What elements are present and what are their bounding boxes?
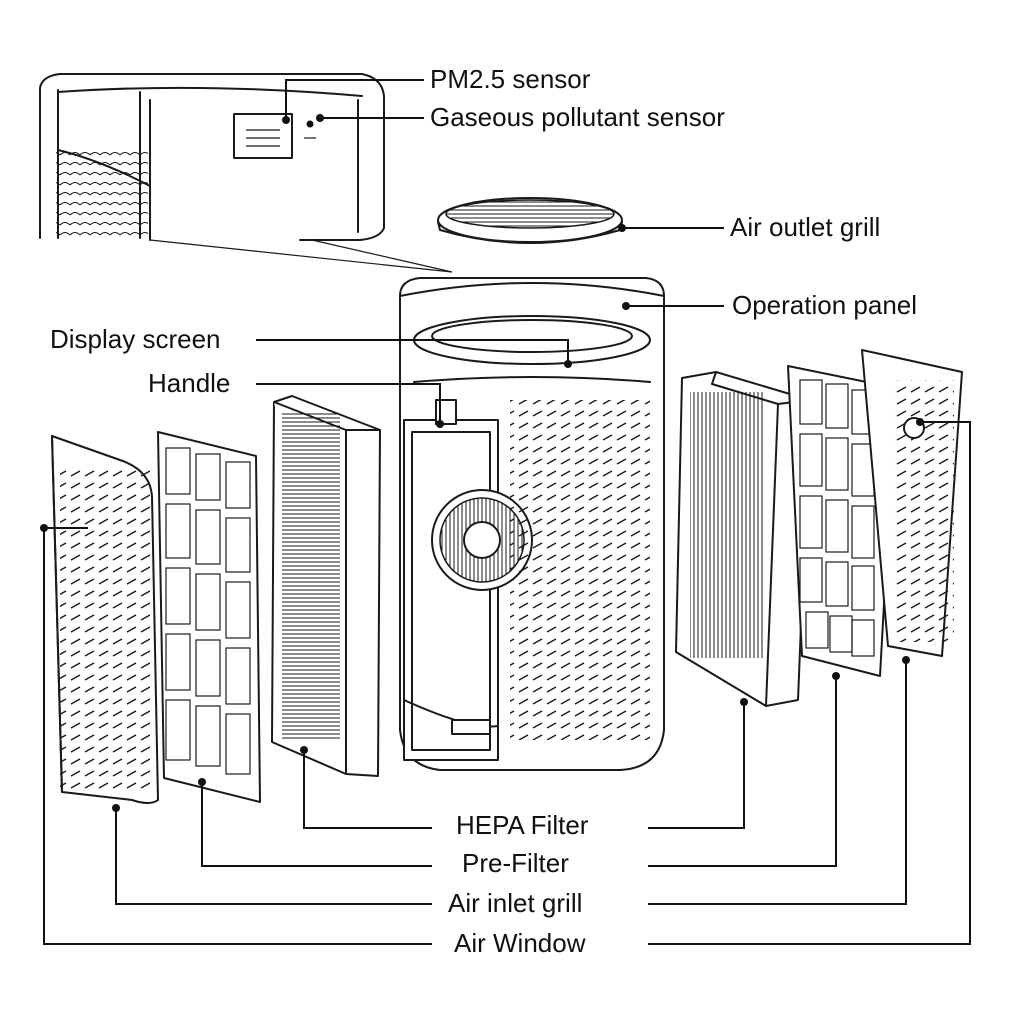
label-air-window: Air Window (454, 928, 586, 958)
left-pre-filter (157, 431, 261, 803)
label-hepa-filter: HEPA Filter (456, 810, 589, 840)
right-pre-filter (787, 365, 897, 677)
label-pm25-sensor: PM2.5 sensor (430, 64, 591, 94)
left-air-inlet-grill (51, 435, 159, 804)
right-air-inlet-grill (861, 349, 963, 657)
label-display-screen: Display screen (50, 324, 221, 354)
label-air-inlet-grill: Air inlet grill (448, 888, 583, 918)
label-air-outlet-grill: Air outlet grill (730, 212, 881, 242)
label-gaseous-pollutant-sensor: Gaseous pollutant sensor (430, 102, 725, 132)
leader-lines (40, 79, 971, 945)
left-hepa-filter (271, 395, 381, 777)
label-handle: Handle (148, 368, 231, 398)
air-outlet-grill (437, 197, 623, 244)
purifier-body (399, 277, 665, 771)
right-hepa-filter (675, 371, 811, 707)
label-operation-panel: Operation panel (732, 290, 918, 320)
sensor-inset (39, 73, 453, 273)
label-pre-filter: Pre-Filter (462, 848, 569, 878)
